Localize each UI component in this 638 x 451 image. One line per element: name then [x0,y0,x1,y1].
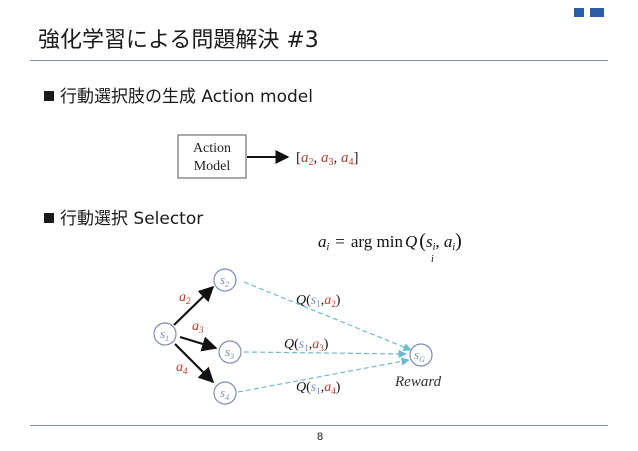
node-s3: s3 [218,340,242,364]
q-label-s1-a4: Q(s1,a4) [296,380,341,396]
q-label-s1-a3: Q(s1,a3) [284,337,329,353]
action-arrow-a3 [179,335,218,352]
node-s2: s2 [213,268,237,292]
footer-divider [30,425,608,426]
dashed-edge-s3-sg [243,349,407,359]
dashed-edge-s4-sg [237,357,410,393]
svg-text:s4: s4 [220,385,229,402]
action-arrow-a2 [173,285,215,326]
node-s4: s4 [213,381,237,405]
action-label-a2: a2 [179,290,191,306]
page-number: 8 [316,431,324,443]
bullet-action-model: 行動選択肢の生成 Action model [44,82,313,107]
corner-accent-1 [574,8,584,17]
node-s1: s1 [153,322,177,346]
action-box-line1: Action [193,141,231,156]
action-arrow-a4 [174,343,215,384]
action-output-list: [a2, a3, a4] [296,150,359,168]
square-bullet-icon [44,91,54,101]
dashed-edge-s2-sg [243,281,412,352]
bullet-text: 行動選択 Selector [60,209,204,229]
node-sg: sG [409,343,433,367]
action-model-box: Action Model [177,134,247,179]
svg-text:s1: s1 [160,326,169,343]
slide-title: 強化学習による問題解決 #3 [38,28,319,53]
corner-accent-2 [590,8,604,17]
title-divider [30,60,608,61]
action-label-a3: a3 [192,319,204,335]
bullet-text: 行動選択肢の生成 Action model [60,87,313,107]
svg-text:s2: s2 [220,272,229,289]
q-label-s1-a2: Q(s1,a2) [296,293,341,309]
reward-label: Reward [394,374,442,390]
argmin-subscript: i [431,254,434,265]
action-label-a4: a4 [176,360,188,376]
svg-text:s3: s3 [225,344,234,361]
action-box-line2: Model [194,159,231,174]
svg-text:sG: sG [414,347,425,364]
bullet-selector: 行動選択 Selector [44,204,203,229]
square-bullet-icon [44,213,54,223]
